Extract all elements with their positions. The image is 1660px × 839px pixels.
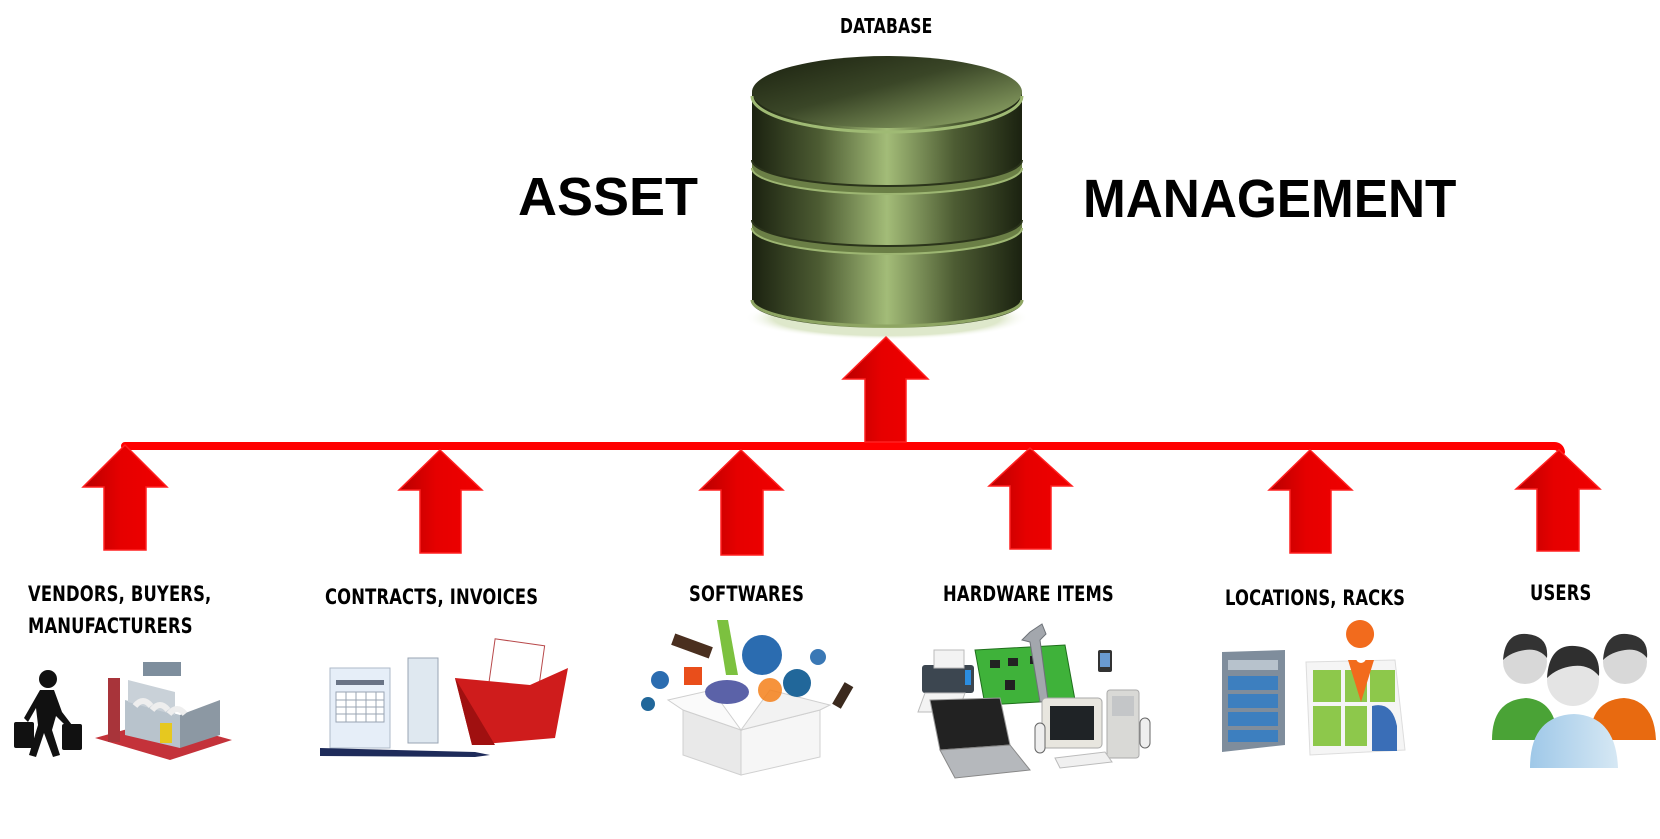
- label-vendors-line2: MANUFACTURERS: [28, 614, 193, 638]
- database-icon: [745, 56, 1029, 340]
- label-contracts: CONTRACTS, INVOICES: [325, 585, 539, 609]
- arrow-locations: [1267, 448, 1354, 554]
- desktop-computer-icon: [1034, 689, 1151, 769]
- laptop-icon: [929, 697, 1031, 779]
- database-label: DATABASE: [840, 14, 933, 38]
- map-pin-icon: [1305, 620, 1406, 756]
- connector-line: [121, 442, 1565, 456]
- title-management: MANAGEMENT: [1083, 169, 1457, 229]
- arrow-softwares: [698, 448, 785, 556]
- label-locations: LOCATIONS, RACKS: [1225, 586, 1406, 610]
- red-folder-icon: [455, 638, 568, 745]
- label-users: USERS: [1530, 581, 1592, 605]
- pda-icon: [1098, 650, 1112, 672]
- label-softwares: SOFTWARES: [689, 582, 805, 606]
- pen-icon: [320, 748, 490, 757]
- server-rack-icon: [1222, 650, 1285, 752]
- arrow-hardware: [987, 446, 1074, 550]
- label-hardware: HARDWARE ITEMS: [943, 582, 1114, 606]
- arrow-vendors: [81, 443, 169, 551]
- label-vendors-line1: VENDORS, BUYERS,: [28, 582, 212, 606]
- software-box-icon: [641, 620, 854, 776]
- person-with-bags-icon: [14, 670, 82, 757]
- label-vendors: VENDORS, BUYERS, MANUFACTURERS: [28, 578, 211, 642]
- circuit-board-icon: [974, 644, 1076, 706]
- arrow-to-database: [841, 335, 930, 443]
- factory-icon: [95, 662, 232, 760]
- arrow-contracts: [397, 448, 484, 554]
- users-group-icon: [1492, 633, 1656, 768]
- invoice-document-icon: [329, 657, 439, 749]
- title-asset: ASSET: [518, 167, 699, 227]
- arrow-users: [1514, 448, 1602, 552]
